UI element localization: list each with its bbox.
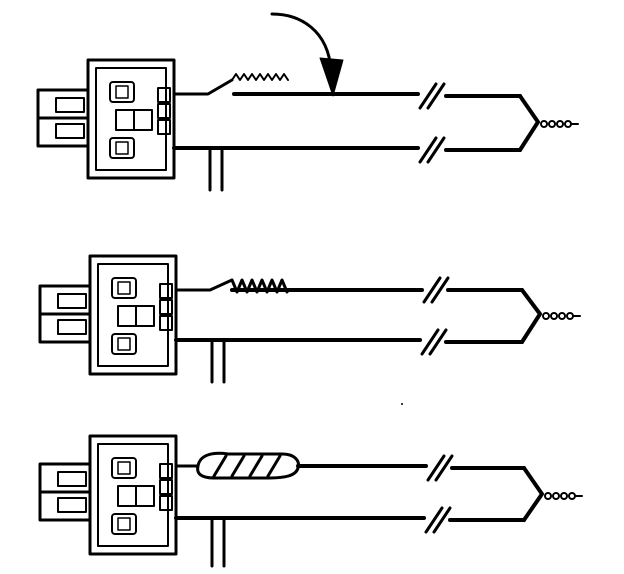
- panel-step-2: [38, 254, 581, 384]
- connector-plug-icon: [38, 434, 178, 556]
- twisted-wire-end-icon: [540, 120, 579, 128]
- twisted-pigtail: [231, 73, 289, 81]
- twisted-wire-end-icon: [544, 492, 583, 500]
- wire-break-icon: [424, 454, 454, 534]
- wire-break-icon: [418, 82, 446, 164]
- curved-arrow-icon: [270, 12, 344, 97]
- connector-plug-icon: [36, 58, 176, 180]
- panel-step-3: [38, 434, 583, 568]
- twisted-wire-end-icon: [542, 312, 581, 320]
- connector-plug-icon: [38, 254, 178, 376]
- tape-wrap: [196, 451, 300, 480]
- wire-break-icon: [420, 276, 450, 356]
- panel-step-1: [36, 58, 579, 192]
